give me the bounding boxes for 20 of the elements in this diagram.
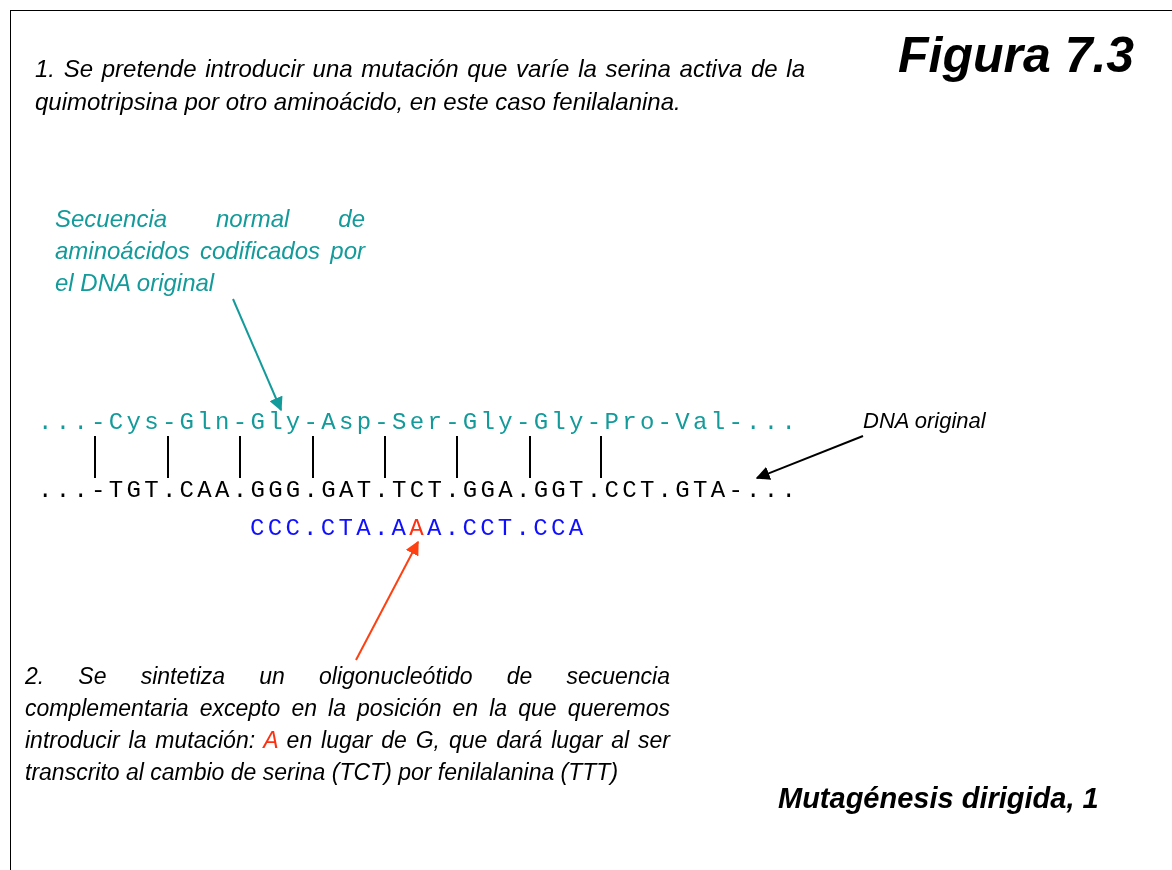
- codon-alignment-line: [384, 435, 386, 479]
- leader-arrow: [232, 298, 283, 412]
- instruction-text: 2. Se sintetiza un oligonucleótido de secuencia complementaria excepto en la posición en la que queremos introducir la mutación: A en lugar de G, que dará lugar al ser transcrito al cambio de serina (TCT) por fenilalanina (TTT): [25, 660, 670, 788]
- leader-arrow: [755, 435, 864, 480]
- codon-alignment-line: [94, 435, 96, 479]
- codon-alignment-line: [456, 435, 458, 479]
- codon-alignment-line: [239, 435, 241, 479]
- oligonucleotide-sequence: CCC.CTA.AAA.CCT.CCA: [250, 516, 587, 542]
- amino-acid-sequence: ...-Cys-Gln-Gly-Asp-Ser-Gly-Gly-Pro-Val-...: [38, 410, 800, 436]
- codon-alignment-line: [600, 435, 602, 479]
- instruction-text: 1. Se pretende introducir una mutación que varíe la serina activa de la quimotripsina por otro aminoácido, en este caso fenilalanina.: [35, 54, 805, 117]
- figure-title: Figura 7.3: [898, 26, 1135, 84]
- slide-caption: Mutagénesis dirigida, 1: [778, 782, 1099, 815]
- codon-alignment-line: [529, 435, 531, 479]
- annotation-text: DNA original: [863, 406, 986, 436]
- leader-arrow: [355, 540, 419, 661]
- codon-alignment-line: [167, 435, 169, 479]
- codon-alignment-line: [312, 435, 314, 479]
- annotation-text: Secuencia normal de aminoácidos codificados por el DNA original: [55, 203, 365, 299]
- dna-sequence: ...-TGT.CAA.GGG.GAT.TCT.GGA.GGT.CCT.GTA-...: [38, 478, 800, 504]
